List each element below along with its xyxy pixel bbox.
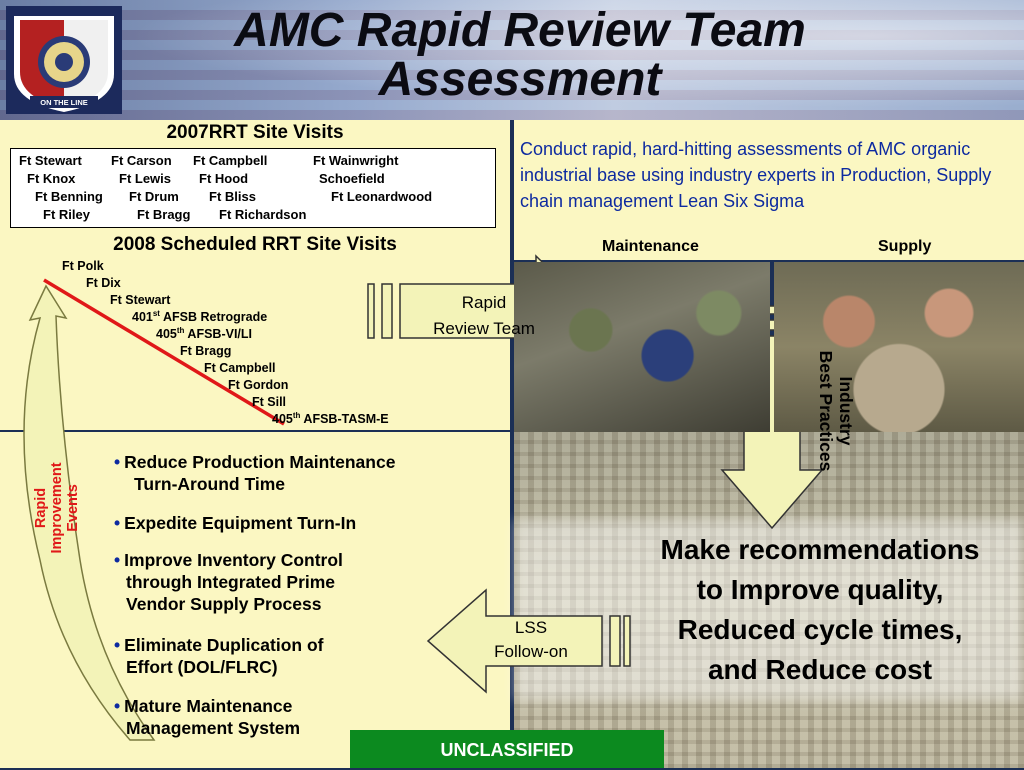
site-2007: Ft Lewis: [119, 171, 172, 186]
site-2008: 405th AFSB-TASM-E: [272, 411, 389, 427]
bullet-dot: •: [114, 513, 121, 533]
site-2007: Ft Drum: [129, 189, 179, 204]
lss-follow-on-label: LSS Follow-on: [494, 618, 568, 661]
recommendation-text: Make recommendations to Improve quality,…: [660, 534, 980, 685]
bullet-item: •Eliminate Duplication of Effort (DOL/FL…: [114, 635, 324, 677]
site-2007: Ft Knox: [27, 171, 76, 186]
bullet-dot: •: [114, 452, 121, 472]
bullet-dot: •: [114, 635, 121, 655]
site-2008: Ft Stewart: [110, 293, 171, 308]
site-2008: Ft Campbell: [204, 361, 276, 376]
amc-logo: ON THE LINE: [6, 6, 122, 114]
visits-2007-title: 2007RRT Site Visits: [166, 122, 344, 143]
rapid-improvement-events-label: Rapid Improvement Events: [33, 462, 81, 554]
site-2007: Ft Bliss: [209, 189, 256, 204]
photo-highlight: [514, 520, 1024, 700]
site-2007: Ft Carson: [111, 153, 172, 168]
classification-banner: UNCLASSIFIED: [350, 730, 664, 768]
bullet-item: •Mature Maintenance Management System: [114, 696, 301, 738]
site-2007: Ft Hood: [199, 171, 249, 186]
site-2008: Ft Gordon: [228, 378, 289, 393]
lss-bar-2: [623, 615, 631, 667]
page-title: AMC Rapid Review Team Assessment: [130, 6, 910, 104]
header-banner: [0, 0, 1024, 120]
panel-mission: [514, 120, 1024, 260]
site-2008: 401st AFSB Retrograde: [132, 309, 268, 325]
supply-label: Supply: [878, 238, 932, 255]
site-2008: 405th AFSB-VI/LI: [156, 326, 253, 342]
bullet-dot: •: [114, 696, 121, 716]
rrt-bar-1: [367, 283, 375, 339]
bullet-item: •Improve Inventory Control through Integ…: [114, 550, 343, 614]
site-2007: Ft Bragg: [137, 207, 191, 222]
maintenance-label: Maintenance: [602, 238, 699, 255]
rapid-review-team-label: Rapid Review Team: [433, 293, 535, 338]
site-2007: Ft Campbell: [193, 153, 268, 168]
site-2007: Ft Wainwright: [313, 153, 399, 168]
site-2008: Ft Sill: [252, 395, 287, 410]
lss-arrow: [426, 588, 603, 694]
site-2008: Ft Dix: [86, 276, 121, 291]
lss-bar-1: [609, 615, 621, 667]
site-2007: Ft Richardson: [219, 207, 307, 222]
site-2007: Schoefield: [319, 171, 385, 186]
mission-statement: Conduct rapid, hard-hitting assessments …: [520, 139, 992, 211]
site-2007: Ft Riley: [43, 207, 90, 222]
site-2007: Ft Leonardwood: [331, 189, 433, 204]
maintenance-photo: [514, 262, 770, 432]
visits-2007-box: Ft Stewart Ft Carson Ft Campbell Ft Wain…: [10, 148, 496, 228]
site-2007: Ft Benning: [35, 189, 103, 204]
bullet-item: •Reduce Production Maintenance Turn-Arou…: [114, 452, 396, 494]
site-2008: Ft Polk: [62, 259, 104, 274]
schedule-diagonal: [43, 278, 285, 426]
site-2008: Ft Bragg: [180, 344, 232, 359]
supply-photo: [774, 262, 1024, 432]
title-line-2: Assessment: [378, 53, 662, 106]
rapid-improvement-arc: [23, 284, 156, 741]
industry-best-practices-label: Industry Best Practices: [816, 350, 856, 472]
logo-motto: ON THE LINE: [40, 98, 88, 107]
rrt-bar-2: [381, 283, 393, 339]
title-line-1: AMC Rapid Review Team: [234, 4, 806, 57]
bullet-item: •Expedite Equipment Turn-In: [114, 513, 357, 533]
site-2007: Ft Stewart: [19, 153, 82, 168]
bullet-dot: •: [114, 550, 121, 570]
visits-2008-title: 2008 Scheduled RRT Site Visits: [113, 234, 397, 255]
